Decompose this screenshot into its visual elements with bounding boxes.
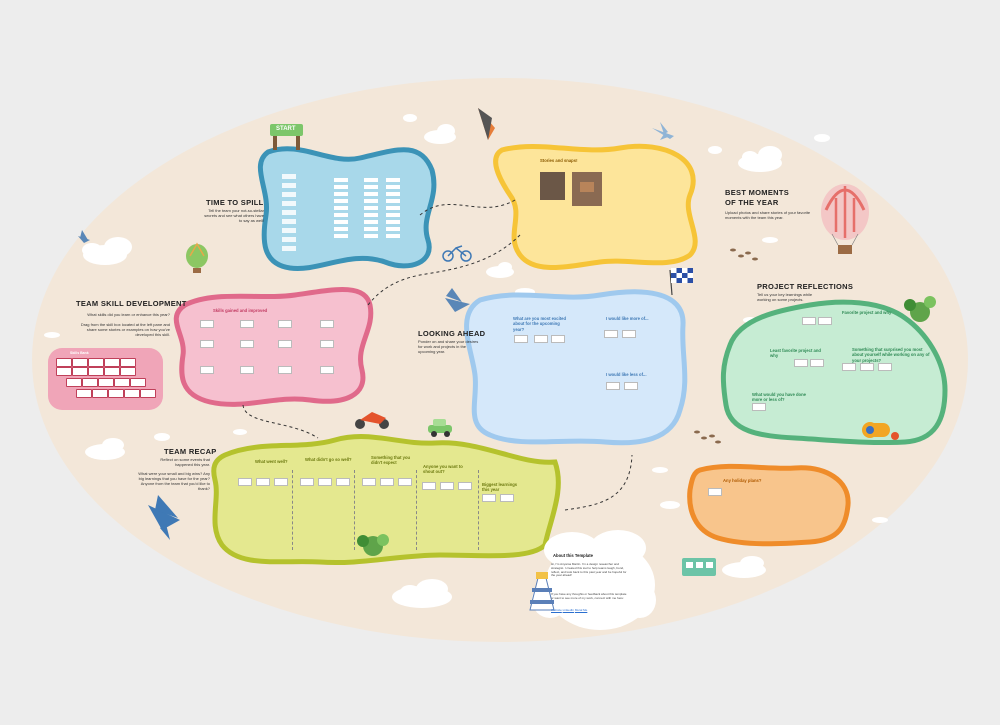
time-to-spill-desc: Tell the team your not-so-stellar secret… [204,208,264,223]
cloud-icon [392,579,452,608]
cloud-icon [154,433,170,441]
project-reflections-q2: Least favorite project and why [770,348,821,359]
best-moments-title: BEST MOMENTS [725,188,790,197]
lighthouse-icon [529,572,555,611]
about-link-website[interactable]: Website [551,608,562,612]
looking-ahead-q2: I would like more of... [606,316,649,321]
team-recap-col-1: What went well? [255,459,288,464]
about-link-mural[interactable]: Mural Me [574,608,588,612]
bus-icon [682,558,716,576]
cloud-icon [738,146,782,172]
team-recap-col-3: Something that you didn't expect [371,455,411,466]
kite-icon [478,108,495,140]
bird-icon [148,495,180,540]
team-recap-title: TEAM RECAP [164,447,217,456]
bicycle-icon [442,245,472,262]
about-title: About this Template [553,553,593,558]
cloud-icon [814,134,830,142]
skills-bank-label: Skills Bank [70,351,89,355]
start-sign-icon [270,124,303,150]
cloud-icon [424,124,456,144]
team-recap-blob [211,434,561,566]
team-skill-desc-2: Drag from the skill box located at the l… [80,322,170,337]
dashed-paths [242,199,633,511]
about-links: Website LinkedIn Mural Me [551,608,631,613]
cloud-icon [82,237,132,265]
looking-ahead-blob [464,289,688,446]
team-recap-desc-2: What were your small and big wins? Any b… [138,471,210,491]
project-reflections-notes[interactable] [750,315,930,415]
team-recap-col-2: What didn't go so well? [305,457,352,462]
team-recap-col-5: Biggest learnings this year [482,482,518,493]
cloud-icon [722,556,766,578]
best-moments-card-label: Stories and snaps! [540,158,578,163]
bird-icon [78,230,90,243]
project-reflections-title: PROJECT REFLECTIONS [757,282,854,291]
cloud-icon [85,438,125,460]
best-moments-desc: Upload photos and share stories of your … [725,210,811,220]
time-to-spill-table[interactable] [282,166,412,254]
hot-air-balloon-icon [821,184,869,254]
looking-ahead-desc: Ponder on and share your desires for wor… [418,339,479,354]
start-sign-label: START [276,126,296,132]
holiday-card-label: Any holiday plans? [723,478,762,483]
team-recap-desc-1: Reflect on some events that happened thi… [160,457,210,467]
airplane-icon [652,122,674,140]
cloud-icon [403,114,417,122]
car-icon [428,419,452,437]
about-link-linkedin[interactable]: LinkedIn [562,608,574,612]
cloud-icon [44,332,60,338]
photo-1 [540,172,565,200]
best-moments-title-line2: OF THE YEAR [725,198,779,207]
skills-bank-chips[interactable] [52,358,160,406]
cloud-icon [660,501,680,509]
project-reflections-desc: Tell us your key learnings while working… [757,292,813,302]
motorcycle-icon [355,412,389,429]
looking-ahead-q1: What are you most excited about for the … [513,316,567,332]
clouds-layer [44,114,888,608]
project-reflections-blob [720,299,948,446]
team-skill-card-label: Skills gained and improved [213,308,268,313]
team-recap-col-4: Anyone you want to shout out? [423,464,463,475]
rocket-icon [862,422,899,440]
about-paragraph-2: If you have any thoughts or feedback abo… [551,592,627,600]
team-skill-blob [173,287,374,407]
holiday-blob [687,463,851,547]
project-reflections-q4: What would you have done more or less of… [752,392,806,403]
cloud-icon [872,517,888,523]
team-skill-title: TEAM SKILL DEVELOPMENT [76,299,187,308]
skill-notes[interactable] [200,318,350,388]
time-to-spill-title: TIME TO SPILL [206,198,264,207]
cloud-icon [233,429,247,435]
cloud-icon [652,467,668,473]
holiday-note[interactable] [708,488,722,496]
footprints-icon [694,248,758,444]
best-moments-blob [493,143,698,270]
project-reflections-q1: Favorite project and why [842,310,892,315]
hot-air-balloon-small-icon [186,242,208,273]
looking-ahead-title: LOOKING AHEAD [418,329,486,338]
project-reflections-q3: Something that surprised you most about … [852,347,930,363]
looking-ahead-notes[interactable] [514,330,664,390]
plant-icon [357,296,936,556]
team-skill-desc-1: What skills did you learn or enhance thi… [87,312,170,317]
about-cloud [532,530,656,630]
looking-ahead-q3: I would like less of... [606,372,647,377]
cloud-icon [708,146,722,154]
bird-icon [445,288,470,312]
cloud-icon [762,237,778,243]
team-recap-columns[interactable] [230,470,530,550]
finish-flag-icon [669,268,693,296]
about-paragraph-1: Hi, I'm Anyama Martin. I'm a design rese… [551,562,627,578]
cloud-icon [486,262,514,278]
